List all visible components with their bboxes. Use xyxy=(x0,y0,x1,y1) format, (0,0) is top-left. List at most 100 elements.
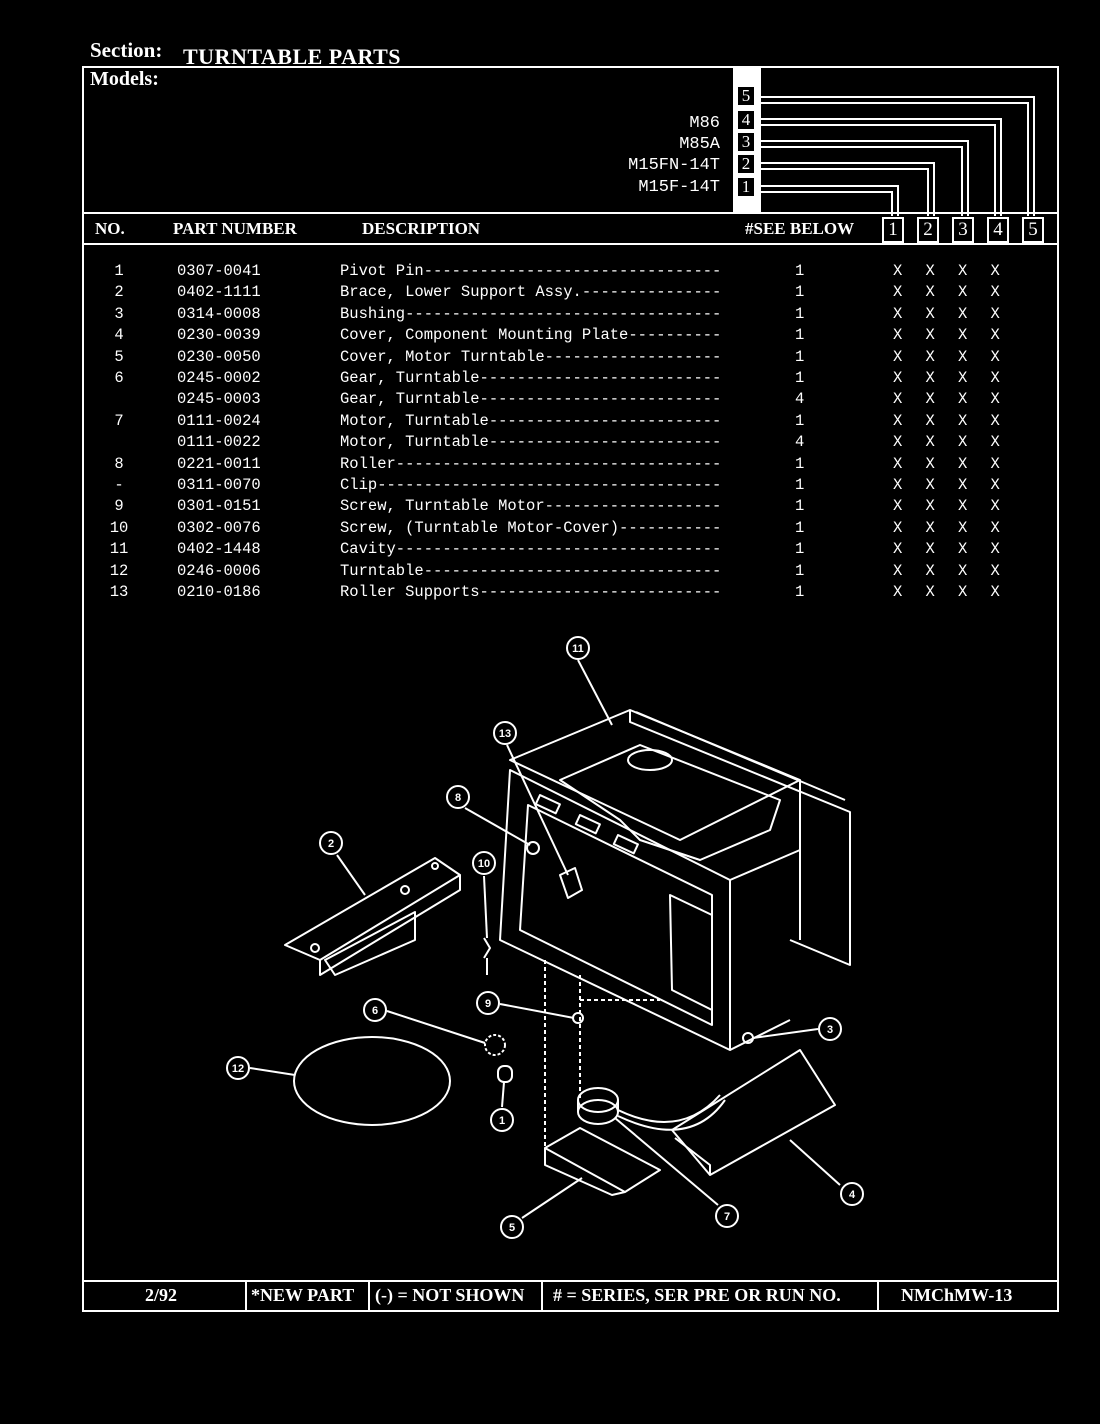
model-mark-cell: X xyxy=(990,283,1000,302)
model-mark-cell: X xyxy=(990,326,1000,345)
model-mark-cell: X xyxy=(990,454,1000,473)
model-name-2: M15FN-14T xyxy=(628,156,720,175)
part-no-cell: 1 xyxy=(114,262,124,280)
model-box-4: 4 xyxy=(736,110,756,131)
description-cell: Cover, Motor Turntable------------------… xyxy=(340,347,722,366)
footer-not-shown: (-) = NOT SHOWN xyxy=(375,1285,525,1305)
model-mark-cell: X xyxy=(925,347,935,366)
mounting-plate xyxy=(499,769,731,1051)
model-mark-cell: X xyxy=(990,390,1000,409)
model-mark-cell: X xyxy=(925,304,935,323)
description-cell: Screw, Turntable Motor------------------… xyxy=(340,497,722,516)
quantity-cell: 1 xyxy=(795,347,805,366)
part-number-cell: 0311-0070 xyxy=(177,476,261,494)
model-mark-cell: X xyxy=(925,433,935,452)
callout-4: 4 xyxy=(840,1182,864,1206)
models-separator xyxy=(82,212,1059,214)
quantity-cell: 4 xyxy=(795,390,805,409)
part-number-cell: 0246-0006 xyxy=(177,561,261,580)
header-separator xyxy=(82,243,1059,245)
model-mark-cell: X xyxy=(925,283,935,302)
model-mark-cell: X xyxy=(893,347,903,366)
model-mark-cell: X xyxy=(958,283,968,302)
model-mark-cell: X xyxy=(958,433,968,452)
quantity-cell: 1 xyxy=(795,262,805,280)
svg-text:5: 5 xyxy=(509,1222,515,1234)
quantity-cell: 1 xyxy=(795,476,805,494)
quantity-cell: 4 xyxy=(795,433,805,452)
svg-text:7: 7 xyxy=(724,1211,730,1223)
model-mark-cell: X xyxy=(893,283,903,302)
svg-text:6: 6 xyxy=(372,1005,378,1017)
model-mark-cell: X xyxy=(925,369,935,387)
part-number-cell: 0307-0041 xyxy=(177,262,261,280)
model-mark-cell: X xyxy=(958,518,968,537)
svg-text:2: 2 xyxy=(328,838,334,850)
model-mark-cell: X xyxy=(958,540,968,559)
footer-divider xyxy=(368,1280,370,1310)
model-name-4: M86 xyxy=(689,114,720,133)
quantity-cell: 1 xyxy=(795,326,805,345)
part-no-cell: 6 xyxy=(114,369,124,387)
svg-text:10: 10 xyxy=(478,858,490,870)
quantity-cell: 1 xyxy=(795,369,805,387)
part-number-cell: 0314-0008 xyxy=(177,304,261,323)
model-mark-cell: X xyxy=(990,433,1000,452)
description-cell: Motor, Turntable------------------------… xyxy=(340,411,722,430)
section-title: TURNTABLE PARTS xyxy=(183,44,402,69)
model-mark-cell: X xyxy=(893,411,903,430)
model-mark-cell: X xyxy=(893,304,903,323)
header-part-number: PART NUMBER xyxy=(173,219,297,238)
description-cell: Bushing---------------------------------… xyxy=(340,304,722,323)
footer-separator xyxy=(82,1280,1059,1282)
callout-5: 5 xyxy=(500,1215,524,1239)
quantity-cell: 1 xyxy=(795,454,805,473)
callout-8: 8 xyxy=(446,785,470,809)
model-mark-cell: X xyxy=(893,369,903,387)
header-col-5: 5 xyxy=(1022,217,1044,243)
model-mark-cell: X xyxy=(958,476,968,494)
model-mark-cell: X xyxy=(925,583,935,601)
model-mark-cell: X xyxy=(958,326,968,345)
part-number-cell: 0210-0186 xyxy=(177,583,261,601)
model-mark-cell: X xyxy=(958,390,968,409)
motor-cover-part xyxy=(544,1127,661,1193)
quantity-cell: 1 xyxy=(795,540,805,559)
part-number-cell: 0230-0039 xyxy=(177,326,261,345)
model-mark-cell: X xyxy=(925,326,935,345)
part-number-cell: 0402-1111 xyxy=(177,283,261,302)
model-mark-cell: X xyxy=(925,454,935,473)
svg-text:11: 11 xyxy=(572,643,584,655)
model-mark-cell: X xyxy=(990,304,1000,323)
footer-divider xyxy=(541,1280,543,1310)
model-mark-cell: X xyxy=(958,497,968,516)
part-number-cell: 0245-0003 xyxy=(177,390,261,409)
part-no-cell: 4 xyxy=(114,326,124,345)
callout-1: 1 xyxy=(490,1108,514,1132)
part-number-cell: 0221-0011 xyxy=(177,454,261,473)
svg-text:1: 1 xyxy=(499,1115,505,1127)
callout-3: 3 xyxy=(818,1017,842,1041)
model-mark-cell: X xyxy=(990,411,1000,430)
model-mark-cell: X xyxy=(990,497,1000,516)
model-mark-cell: X xyxy=(893,262,903,280)
part-number-cell: 0402-1448 xyxy=(177,540,261,559)
description-cell: Clip------------------------------------… xyxy=(340,476,722,494)
cavity-hole xyxy=(627,749,673,771)
roller-part xyxy=(526,841,540,855)
part-no-cell: 8 xyxy=(114,454,124,473)
quantity-cell: 1 xyxy=(795,497,805,516)
part-no-cell: 13 xyxy=(109,583,129,601)
model-mark-cell: X xyxy=(990,583,1000,601)
quantity-cell: 1 xyxy=(795,411,805,430)
model-mark-cell: X xyxy=(958,583,968,601)
header-col-2: 2 xyxy=(917,217,939,243)
svg-text:13: 13 xyxy=(499,728,511,740)
component-cover-part xyxy=(671,1049,836,1176)
model-mark-cell: X xyxy=(958,561,968,580)
model-mark-cell: X xyxy=(958,411,968,430)
part-number-cell: 0302-0076 xyxy=(177,518,261,537)
model-mark-cell: X xyxy=(990,347,1000,366)
model-mark-cell: X xyxy=(958,304,968,323)
footer-new-part: *NEW PART xyxy=(251,1285,355,1305)
